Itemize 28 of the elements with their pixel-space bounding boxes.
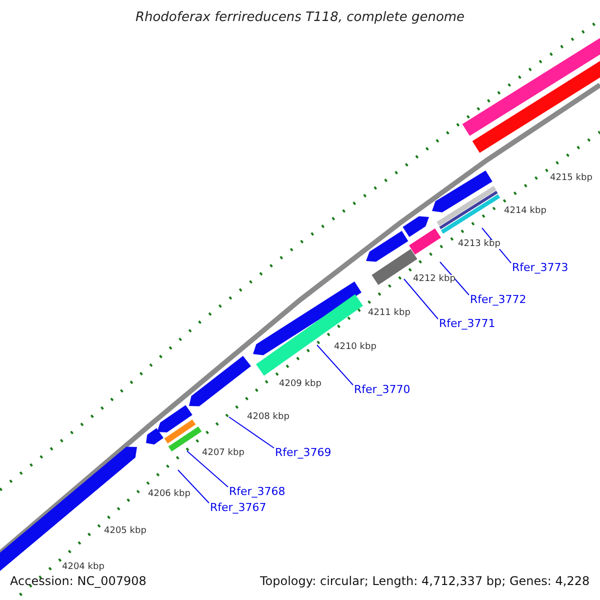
leader-line	[404, 278, 438, 320]
tick-label: 4212 kbp	[413, 275, 456, 284]
tick-label: 4215 kbp	[550, 174, 592, 183]
tick-label: 4209 kbp	[279, 380, 322, 389]
leader-line	[316, 344, 354, 386]
tick-label: 4204 kbp	[62, 563, 104, 572]
gene-label: Rfer_3773	[512, 262, 568, 273]
gene-label: Rfer_3771	[439, 318, 496, 329]
leader-line	[228, 416, 274, 448]
tick-label: 4206 kbp	[148, 490, 190, 499]
tick-label: 4205 kbp	[104, 527, 146, 536]
gene-label: Rfer_3769	[275, 447, 332, 458]
leader-line	[178, 470, 210, 504]
leader-line	[186, 450, 228, 488]
gene-label: Rfer_3768	[229, 486, 286, 497]
tick-label: 4208 kbp	[247, 413, 290, 422]
tick-label: 4214 kbp	[504, 207, 546, 216]
tick-label: 4210 kbp	[334, 343, 376, 352]
gene-label: Rfer_3767	[210, 502, 266, 513]
gene-label: Rfer_3772	[470, 294, 526, 305]
info-text: Topology: circular; Length: 4,712,337 bp; Genes: 4,228	[260, 575, 590, 587]
info-text: Accession: NC_007908	[10, 575, 146, 587]
gene-label: Rfer_3770	[354, 384, 410, 395]
tick-label: 4207 kbp	[202, 449, 244, 458]
tick-label: 4211 kbp	[368, 309, 410, 318]
title: Rhodoferax ferrireducens T118, complete genome	[134, 11, 466, 24]
leader-line	[440, 262, 470, 296]
tick-label: 4213 kbp	[458, 240, 500, 249]
